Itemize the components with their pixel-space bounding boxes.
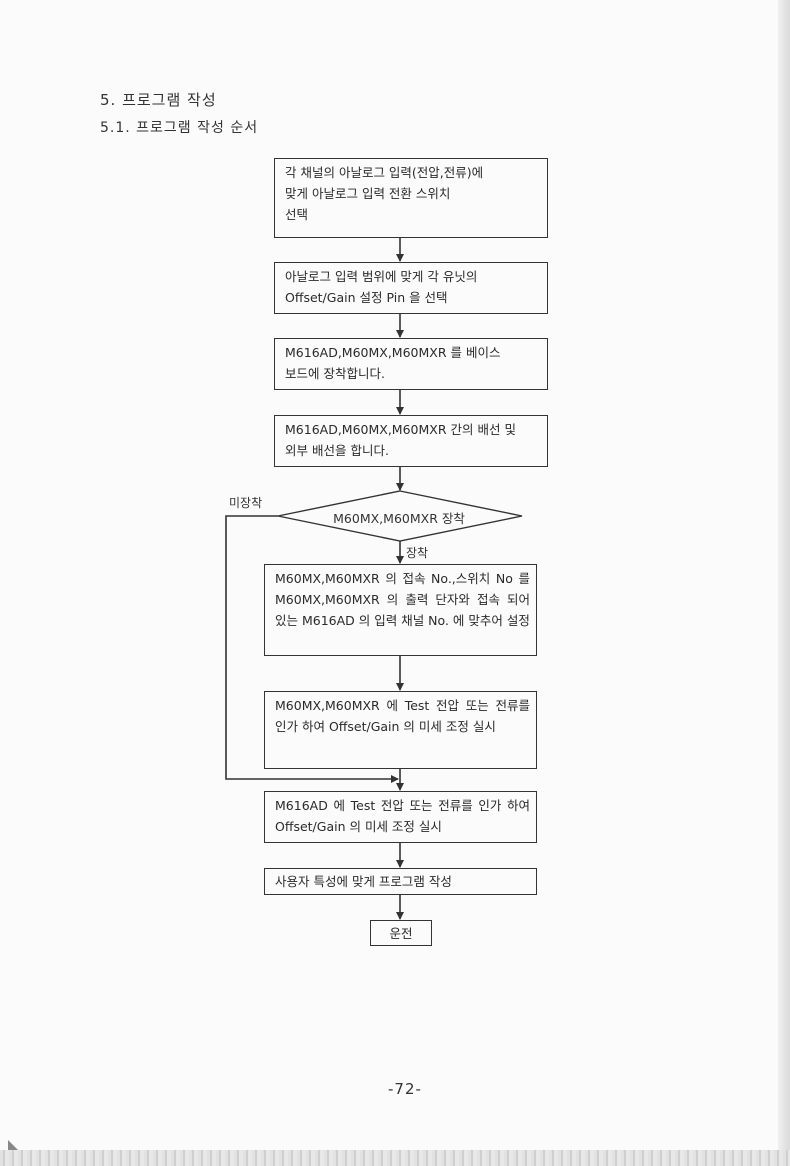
step-text: 사용자 특성에 맞게 프로그램 작성 — [275, 874, 452, 889]
step-box: 각 채널의 아날로그 입력(전압,전류)에 맞게 아날로그 입력 전환 스위치 … — [274, 158, 548, 238]
step-text: 운전 — [389, 926, 413, 941]
scan-bottom-edge — [0, 1150, 790, 1166]
section-heading: 5. 프로그램 작성 — [100, 91, 217, 109]
terminal-box: 운전 — [370, 920, 432, 946]
step-box: M616AD 에 Test 전압 또는 전류를 인가 하여 Offset/Gai… — [264, 791, 537, 843]
page-edge — [778, 0, 790, 1166]
step-text: M60MX,M60MXR 의 접속 No.,스위치 No 를 M60MX,M60… — [275, 571, 530, 628]
decision-yes-label: 장착 — [406, 546, 429, 560]
page-corner-mark — [8, 1140, 18, 1150]
step-box: M616AD,M60MX,M60MXR 간의 배선 및 외부 배선을 합니다. — [274, 415, 548, 467]
decision-text: M60MX,M60MXR 장착 — [333, 511, 465, 526]
step-text: M616AD 에 Test 전압 또는 전류를 인가 하여 Offset/Gai… — [275, 798, 530, 834]
step-text: M60MX,M60MXR 에 Test 전압 또는 전류를 인가 하여 Offs… — [275, 698, 530, 734]
arrow-bypass — [225, 515, 399, 783]
branch-step-box: M60MX,M60MXR 의 접속 No.,스위치 No 를 M60MX,M60… — [264, 564, 537, 656]
branch-step-box: M60MX,M60MXR 에 Test 전압 또는 전류를 인가 하여 Offs… — [264, 691, 537, 769]
page-number: -72- — [388, 1080, 422, 1098]
step-box: M616AD,M60MX,M60MXR 를 베이스 보드에 장착합니다. — [274, 338, 548, 390]
step-box: 사용자 특성에 맞게 프로그램 작성 — [264, 868, 537, 895]
decision-no-label: 미장착 — [229, 496, 263, 510]
step-box: 아날로그 입력 범위에 맞게 각 유닛의 Offset/Gain 설정 Pin … — [274, 262, 548, 314]
step-text: M616AD,M60MX,M60MXR 를 베이스 보드에 장착합니다. — [285, 345, 501, 381]
subsection-heading: 5.1. 프로그램 작성 순서 — [100, 120, 259, 136]
step-text: 아날로그 입력 범위에 맞게 각 유닛의 Offset/Gain 설정 Pin … — [285, 269, 478, 305]
step-text: M616AD,M60MX,M60MXR 간의 배선 및 외부 배선을 합니다. — [285, 422, 516, 458]
step-text: 각 채널의 아날로그 입력(전압,전류)에 맞게 아날로그 입력 전환 스위치 … — [285, 165, 484, 222]
